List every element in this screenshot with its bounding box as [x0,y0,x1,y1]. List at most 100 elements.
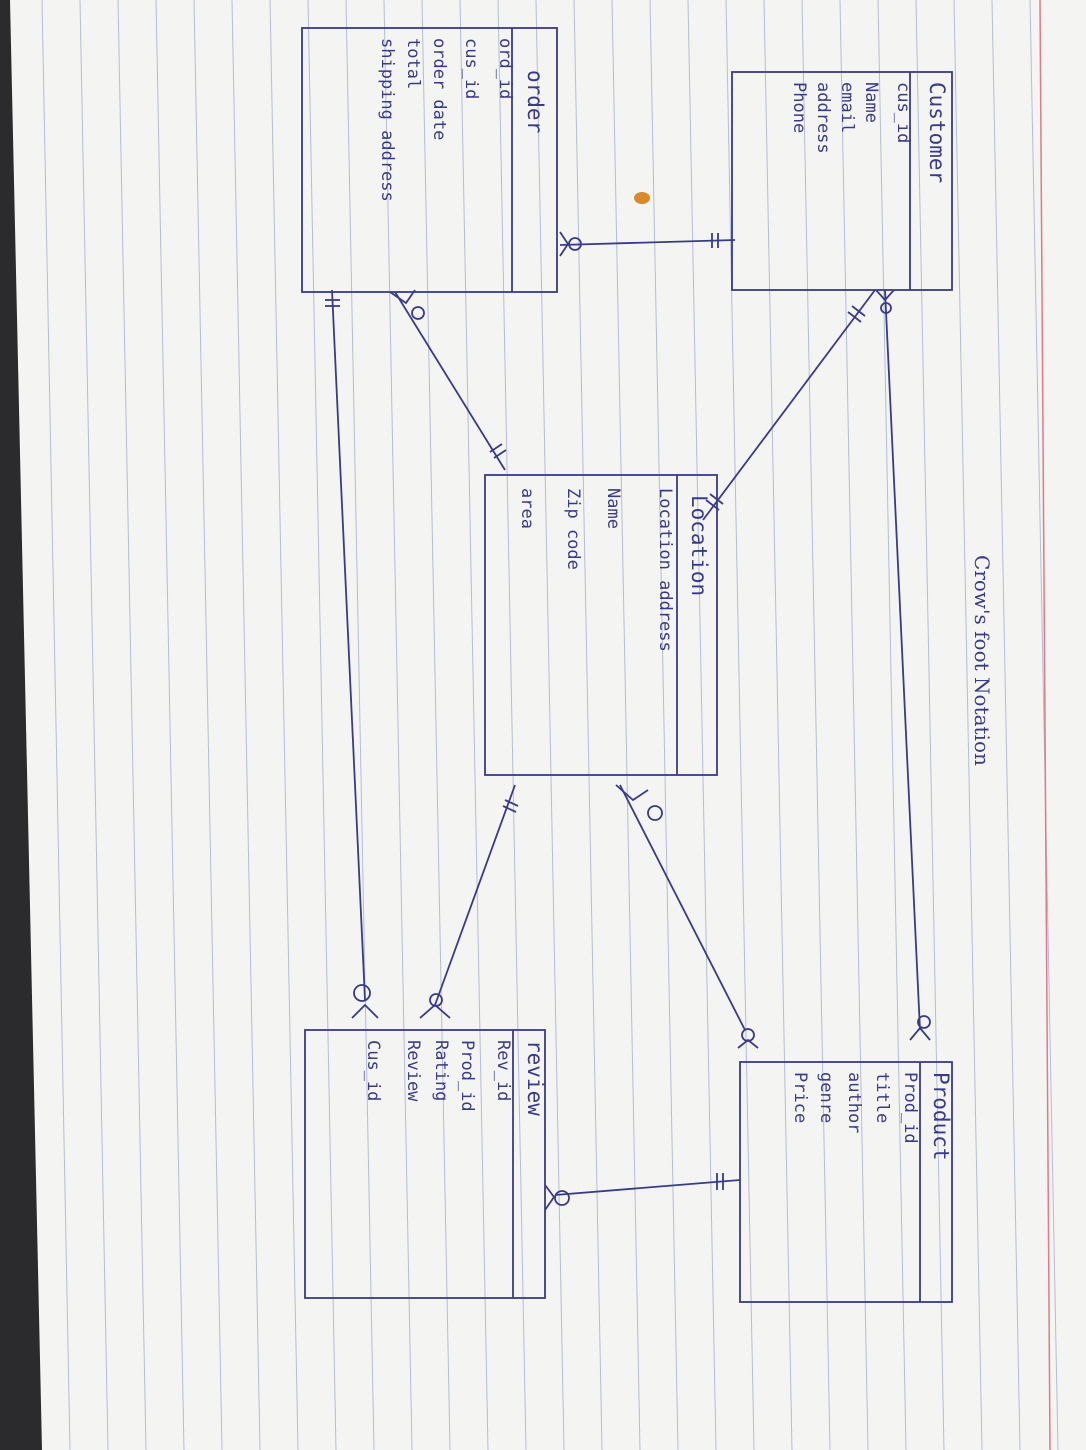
ruled-line [117,0,147,1450]
entity-attribute: order date [429,38,449,140]
ruled-line [497,0,527,1450]
entity-attribute: email [837,82,857,133]
zero-mark [880,302,892,314]
zero-mark [917,1015,931,1029]
rel-customer-location [702,289,876,521]
entity-attribute: ord_id [495,38,515,99]
ruled-line [725,0,755,1450]
many-mark [559,231,570,257]
one-mark [502,805,517,813]
entity-title: Location [687,495,711,596]
entity-attribute: title [872,1072,892,1123]
ruled-line [1029,0,1059,1450]
entity-box [301,27,558,293]
one-mark [847,311,862,323]
entity-attribute: area [517,488,537,529]
zero-mark [554,1190,570,1206]
entity-title: review [523,1040,547,1116]
entity-attribute: cus_id [893,82,913,143]
ruled-line [915,0,945,1450]
ruled-line [383,0,413,1450]
entity-attribute: Review [403,1040,423,1102]
entity-attribute: Cus_id [363,1040,383,1101]
many-mark [875,289,895,302]
ruled-lines [41,0,1059,1450]
ruled-line [421,0,451,1450]
entity-attribute: Prod_id [900,1072,920,1144]
entity-attribute: address [813,82,833,154]
ruled-line [193,0,223,1450]
many-mark [389,289,416,305]
rel-product-review [554,1179,741,1196]
ruled-line [231,0,261,1450]
entity-attribute: shipping address [377,38,397,202]
ruled-line [953,0,983,1450]
zero-mark [647,805,663,821]
ruled-line [41,0,71,1450]
entity-box [731,71,953,291]
one-mark [851,305,866,317]
entity-attribute: Location address [655,488,675,652]
entity-attribute: Price [790,1072,810,1123]
entity-attribute: cus_id [461,38,481,99]
rel-customer-order [559,239,736,246]
stain-mark [634,192,650,204]
ruled-line [573,0,603,1450]
ruled-line [877,0,907,1450]
entity-attribute: Prod_id [457,1040,477,1112]
rel-order-location [394,291,506,471]
entity-order: order ord_id cus_id order date total shi… [301,27,558,293]
many-mark [737,1038,759,1049]
ruled-line [839,0,869,1450]
entity-attribute: genre [816,1072,836,1123]
zero-mark [411,306,425,320]
ruled-line [763,0,793,1450]
cardinality-marks [325,231,931,1211]
ruled-line [801,0,831,1450]
many-mark [909,1026,931,1041]
entity-attribute: total [403,38,423,89]
many-mark [615,784,649,802]
one-mark [493,449,507,459]
ruled-line [307,0,337,1450]
entity-customer: Customer cus_id Name email address Phone [731,71,953,291]
rel-location-review [434,784,516,1006]
entity-attribute: Zip code [563,488,583,570]
entity-attribute: Name [861,82,881,123]
relationship-lines [331,239,921,1196]
entity-attribute: Name [603,488,623,529]
one-mark [504,799,519,807]
rel-location-product [619,784,746,1031]
entity-attribute: Rev_id [493,1040,513,1101]
entity-title: Product [929,1072,953,1161]
ruled-line [611,0,641,1450]
entity-attribute: author [844,1072,864,1133]
diagram-title: Crow's foot Notation [970,555,994,766]
many-mark [544,1184,556,1211]
ruled-line [269,0,299,1450]
many-mark [351,1003,379,1019]
entity-title: Customer [925,82,949,183]
paper-sheet [10,0,1086,1450]
ruled-line [535,0,565,1450]
one-mark [489,443,503,453]
ruled-line [79,0,109,1450]
entity-box [484,474,718,776]
entity-title: order [523,70,547,133]
entity-review: review Rev_id Prod_id Rating Review Cus_… [304,1029,547,1299]
rel-customer-product [884,289,921,1031]
entity-attribute: Rating [431,1040,451,1101]
many-mark [419,1003,451,1019]
entity-box [739,1061,953,1303]
ruled-line [345,0,375,1450]
ruled-line [991,0,1021,1450]
entity-attribute: Phone [789,82,809,133]
zero-mark [353,984,371,1002]
ruled-line [459,0,489,1450]
entity-box [304,1029,546,1299]
ruled-line [155,0,185,1450]
entity-product: Product Prod_id title author genre Price [739,1061,953,1303]
entity-location: Location Location address Name Zip code … [484,474,718,776]
